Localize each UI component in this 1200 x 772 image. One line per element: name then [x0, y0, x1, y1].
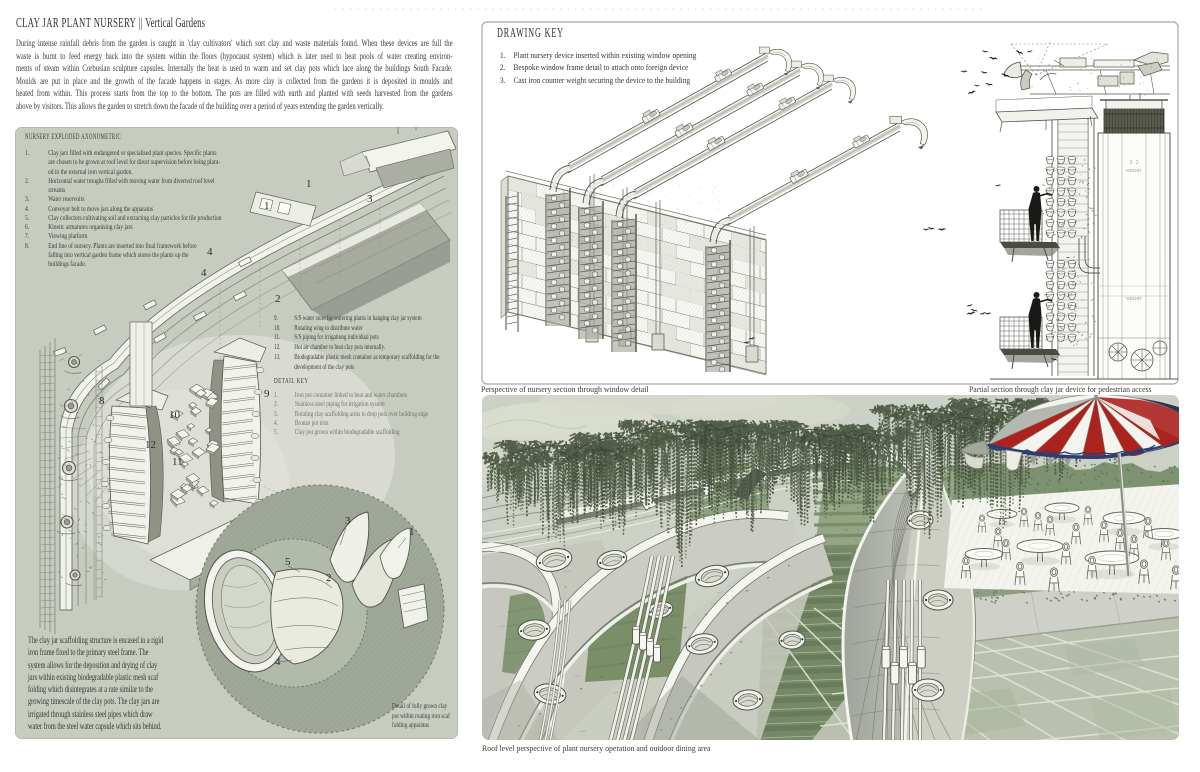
svg-text:2: 2 [326, 572, 332, 584]
svg-text:9: 9 [264, 388, 270, 400]
svg-text:8: 8 [99, 395, 105, 407]
svg-text:WEIGHT: WEIGHT [1126, 296, 1142, 301]
svg-text:3: 3 [345, 515, 351, 527]
svg-text:1: 1 [409, 526, 415, 538]
svg-text:10: 10 [169, 409, 181, 421]
svg-text:4: 4 [201, 267, 207, 279]
svg-text:5: 5 [285, 556, 291, 568]
svg-text:1: 1 [264, 200, 270, 212]
svg-text:3: 3 [367, 193, 373, 205]
svg-text:1: 1 [306, 178, 312, 190]
svg-text:12: 12 [145, 439, 156, 451]
svg-text:4: 4 [275, 656, 281, 668]
svg-text:11: 11 [172, 456, 183, 468]
svg-text:2: 2 [275, 293, 281, 305]
svg-text:4: 4 [207, 246, 213, 258]
svg-text:WEIGHT: WEIGHT [1126, 168, 1142, 173]
